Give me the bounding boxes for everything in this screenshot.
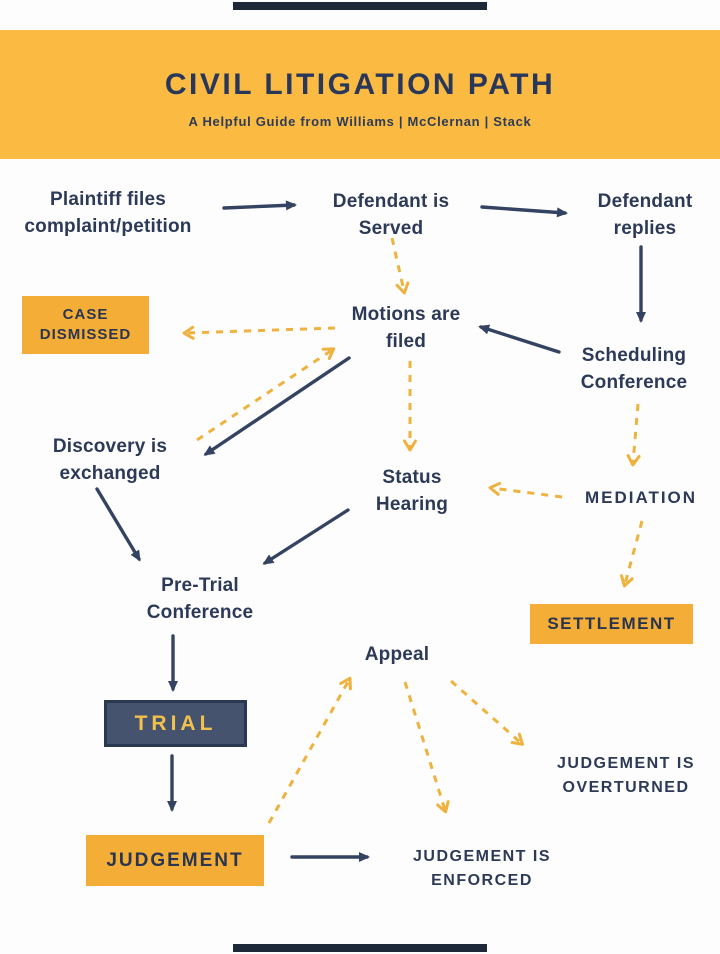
bottom-decor-bar	[233, 944, 487, 952]
top-decor-bar	[233, 2, 487, 10]
page-title: CIVIL LITIGATION PATH	[164, 67, 556, 101]
edge-scheduling-mediation	[626, 403, 641, 467]
edge-appeal-enforced	[403, 681, 450, 814]
header-banner: CIVIL LITIGATION PATH A Helpful Guide fr…	[0, 30, 720, 159]
edge-appeal-overturned	[450, 679, 524, 746]
edge-mediation-settlement	[620, 520, 644, 588]
edge-scheduling-motions	[478, 324, 561, 354]
edge-discovery-pretrial	[95, 487, 141, 562]
edge-judgement-appeal	[267, 676, 352, 824]
edge-served-motions	[390, 237, 410, 295]
edge-motions-discovery	[203, 356, 351, 456]
edge-motions-dismissed	[182, 325, 336, 340]
edge-served-replies	[480, 205, 568, 218]
edge-status-pretrial	[262, 508, 350, 565]
edge-plaintiff-served	[222, 200, 297, 211]
edge-mediation-status	[488, 481, 563, 499]
page-subtitle: A Helpful Guide from Williams | McClerna…	[188, 113, 532, 129]
edge-discovery-motions	[196, 347, 336, 442]
